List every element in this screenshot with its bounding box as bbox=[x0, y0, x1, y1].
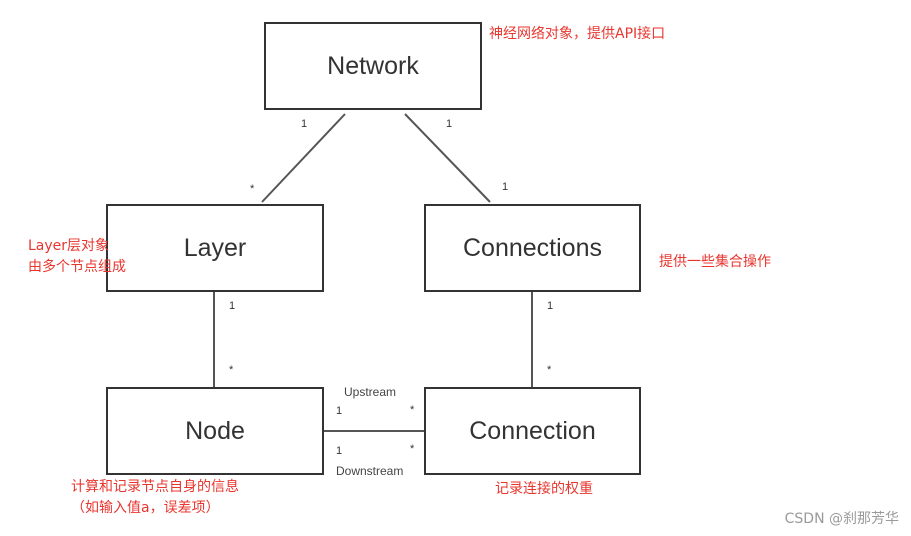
layer-label: Layer bbox=[183, 233, 247, 262]
node-label: Node bbox=[185, 416, 245, 445]
layer-box: Layer bbox=[106, 204, 324, 292]
annotation-connection: 记录连接的权重 bbox=[495, 481, 593, 497]
mult-connections-connection-bottom: * bbox=[547, 364, 552, 376]
mult-layer-node-bottom: * bbox=[229, 364, 234, 376]
upstream-label: Upstream bbox=[344, 385, 397, 399]
mult-node-downstream: 1 bbox=[336, 445, 343, 457]
mult-network-connections-bottom: 1 bbox=[502, 181, 509, 193]
annotation-network: 神经网络对象，提供API接口 bbox=[489, 26, 666, 42]
watermark: CSDN @刹那芳华 bbox=[784, 511, 899, 527]
connection-box: Connection bbox=[424, 387, 641, 475]
node-box: Node bbox=[106, 387, 324, 475]
annotation-node-line2: （如输入值a，误差项） bbox=[71, 500, 220, 516]
connection-label: Connection bbox=[469, 416, 596, 445]
annotation-layer-line2: 由多个节点组成 bbox=[28, 259, 126, 275]
annotation-node-line1: 计算和记录节点自身的信息 bbox=[71, 479, 239, 495]
mult-layer-node-top: 1 bbox=[229, 300, 236, 312]
annotation-layer-line1: Layer层对象 bbox=[28, 238, 110, 254]
mult-network-layer-bottom: * bbox=[250, 183, 255, 195]
network-label: Network bbox=[327, 51, 419, 80]
connections-box: Connections bbox=[424, 204, 641, 292]
mult-network-connections-top: 1 bbox=[446, 118, 453, 130]
annotation-layer: Layer层对象 由多个节点组成 bbox=[28, 236, 126, 278]
edge-network-layer bbox=[261, 113, 346, 203]
mult-connections-connection-top: 1 bbox=[547, 300, 554, 312]
annotation-connections: 提供一些集合操作 bbox=[659, 254, 771, 270]
mult-connection-upstream: * bbox=[410, 404, 415, 416]
connections-label: Connections bbox=[463, 233, 602, 262]
network-box: Network bbox=[264, 22, 482, 110]
mult-node-upstream: 1 bbox=[336, 405, 343, 417]
edge-network-connections bbox=[404, 113, 491, 203]
annotation-node: 计算和记录节点自身的信息 （如输入值a，误差项） bbox=[71, 477, 239, 519]
mult-connection-downstream: * bbox=[410, 443, 415, 455]
mult-network-layer-top: 1 bbox=[301, 118, 308, 130]
downstream-label: Downstream bbox=[336, 464, 404, 478]
